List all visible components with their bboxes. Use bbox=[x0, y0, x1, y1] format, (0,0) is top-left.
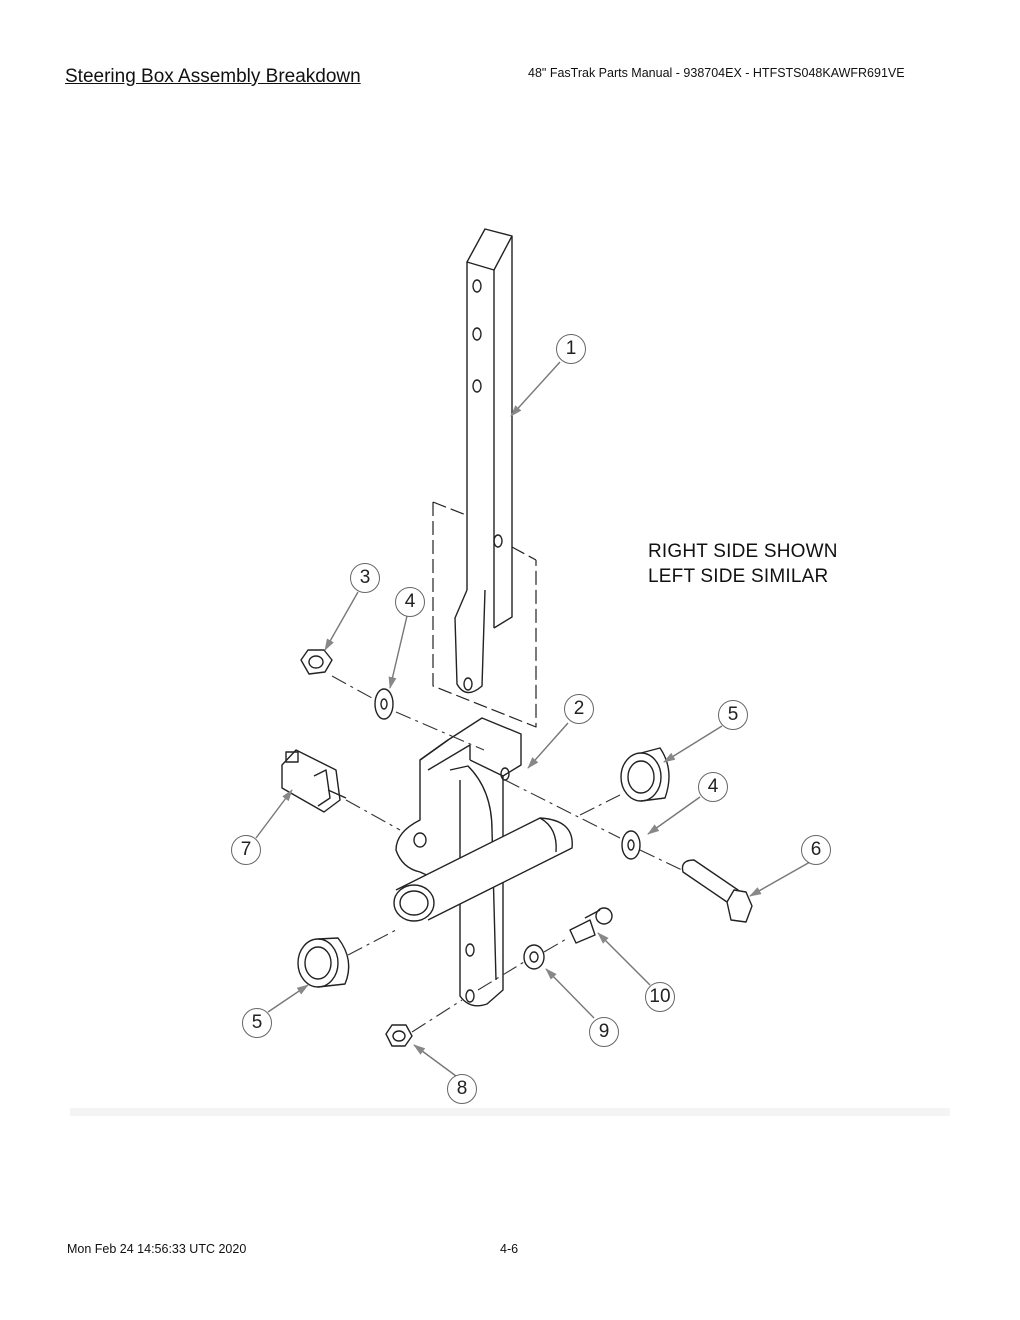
callout-2: 2 bbox=[564, 694, 594, 724]
hex-nut-part bbox=[300, 649, 333, 675]
steering-lever-part bbox=[454, 228, 513, 694]
diagram-note-left-side: LEFT SIDE SIMILAR bbox=[648, 566, 829, 587]
steering-bracket-part bbox=[393, 717, 573, 1007]
callout-9: 9 bbox=[589, 1017, 619, 1047]
callout-5-right: 5 bbox=[718, 700, 748, 730]
manual-subtitle: 48" FasTrak Parts Manual - 938704EX - HT… bbox=[528, 66, 905, 80]
washer-part-small bbox=[523, 944, 545, 970]
callout-8: 8 bbox=[447, 1074, 477, 1104]
page-number: 4-6 bbox=[500, 1242, 519, 1256]
bushing-part-left bbox=[297, 937, 350, 988]
callout-5-left: 5 bbox=[242, 1008, 272, 1038]
callout-4-upper: 4 bbox=[395, 587, 425, 617]
ball-stud-part bbox=[569, 907, 613, 944]
diagram-note-right-side: RIGHT SIDE SHOWN bbox=[648, 541, 838, 562]
callout-6: 6 bbox=[801, 835, 831, 865]
callout-3: 3 bbox=[350, 563, 380, 593]
washer-part-lower bbox=[621, 830, 641, 860]
callout-4-lower: 4 bbox=[698, 772, 728, 802]
switch-part bbox=[281, 749, 347, 813]
callout-7: 7 bbox=[231, 835, 261, 865]
washer-part-upper bbox=[374, 688, 394, 720]
flange-nut-part bbox=[385, 1024, 413, 1047]
page-title: Steering Box Assembly Breakdown bbox=[65, 66, 361, 87]
bolt-part bbox=[681, 859, 753, 923]
callout-1: 1 bbox=[556, 334, 586, 364]
callout-10: 10 bbox=[645, 982, 675, 1012]
bushing-part-right bbox=[620, 747, 670, 802]
footer-timestamp: Mon Feb 24 14:56:33 UTC 2020 bbox=[67, 1242, 247, 1256]
